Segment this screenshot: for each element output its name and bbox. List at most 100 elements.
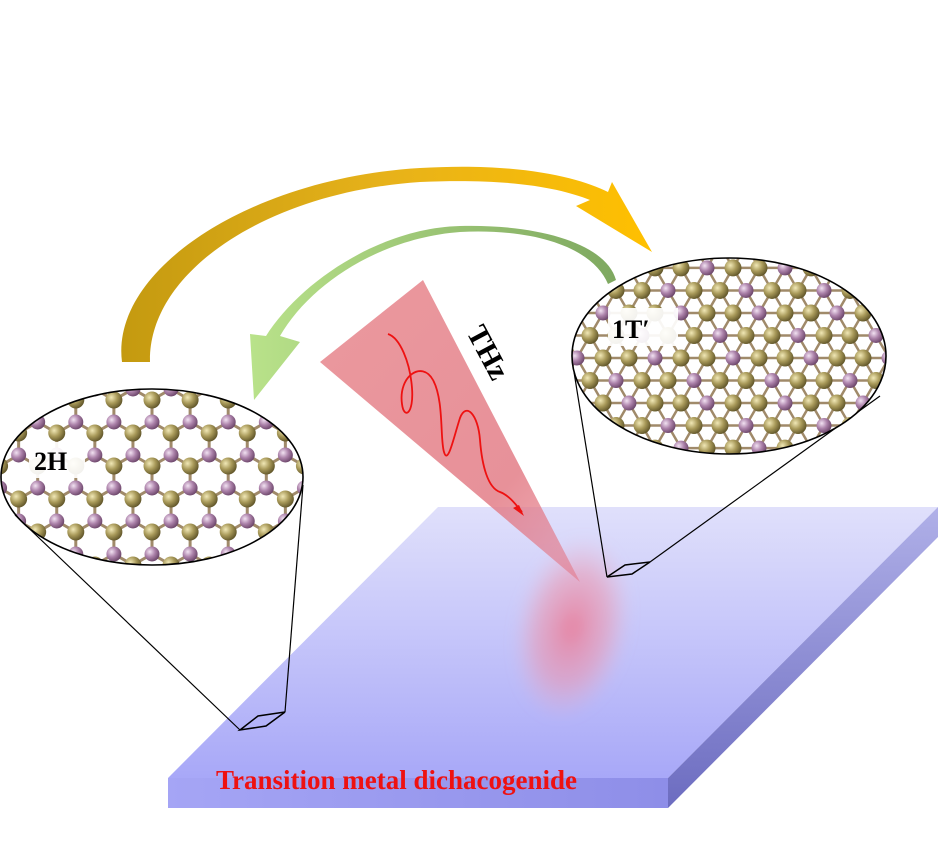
- metal-atom: [543, 440, 560, 457]
- metal-atom: [854, 349, 872, 367]
- chalcogen-atom: [239, 389, 255, 397]
- chalcogen-atom: [125, 513, 141, 529]
- metal-atom: [698, 349, 716, 367]
- chalcogen-atom: [829, 305, 845, 321]
- metal-atom: [685, 326, 703, 344]
- lattice-1t-atoms: [543, 237, 911, 479]
- metal-atom: [854, 304, 872, 322]
- metal-atom: [894, 372, 911, 389]
- metal-atom: [816, 462, 833, 479]
- chalcogen-atom: [163, 513, 179, 529]
- metal-atom: [181, 391, 199, 409]
- chalcogen-atom: [712, 327, 728, 343]
- metal-atom: [1, 391, 9, 409]
- metal-atom: [543, 304, 560, 321]
- chalcogen-atom: [296, 414, 303, 430]
- metal-atom: [763, 326, 781, 344]
- chalcogen-atom: [660, 418, 676, 434]
- chalcogen-atom: [699, 395, 715, 411]
- metal-atom: [867, 281, 885, 299]
- metal-atom: [219, 457, 237, 475]
- chalcogen-atom: [842, 373, 858, 389]
- substrate-front-face: [168, 778, 668, 808]
- chalcogen-atom: [163, 389, 179, 397]
- phase-label-1t: 1T′: [612, 315, 650, 344]
- chalcogen-atom: [725, 350, 741, 366]
- metal-atom: [48, 424, 66, 442]
- waveform-arrowhead: [513, 505, 524, 516]
- metal-atom: [776, 349, 794, 367]
- chalcogen-atom: [791, 463, 806, 478]
- chalcogen-atom: [258, 546, 274, 562]
- metal-atom: [276, 424, 294, 442]
- chalcogen-atom: [11, 447, 27, 463]
- chalcogen-atom: [220, 480, 236, 496]
- backward-transition-arrow: [250, 225, 616, 400]
- metal-atom: [867, 372, 885, 390]
- chalcogen-atom: [144, 480, 160, 496]
- metal-atom: [594, 394, 612, 412]
- chalcogen-atom: [144, 414, 160, 430]
- chalcogen-atom: [621, 260, 637, 276]
- metal-atom: [276, 556, 294, 565]
- metal-atom: [572, 417, 573, 435]
- chalcogen-atom: [239, 513, 255, 529]
- metal-atom: [711, 417, 729, 435]
- chalcogen-atom: [163, 447, 179, 463]
- metal-atom: [219, 523, 237, 541]
- metal-atom: [67, 523, 85, 541]
- metal-atom: [750, 349, 768, 367]
- chalcogen-atom: [201, 447, 217, 463]
- metal-atom: [572, 372, 573, 390]
- chalcogen-atom: [277, 513, 293, 529]
- chalcogen-atom: [106, 480, 122, 496]
- chalcogen-atom: [816, 418, 832, 434]
- metal-atom: [842, 462, 859, 479]
- metal-atom: [572, 259, 586, 277]
- chalcogen-atom: [144, 546, 160, 562]
- metal-atom: [750, 394, 768, 412]
- metal-atom: [789, 372, 807, 390]
- metal-atom: [712, 237, 729, 254]
- metal-atom: [276, 490, 294, 508]
- chalcogen-atom: [868, 327, 884, 343]
- metal-atom: [738, 462, 755, 479]
- metal-atom: [802, 394, 820, 412]
- sample-patch-2h: [237, 711, 286, 732]
- metal-atom: [646, 394, 664, 412]
- metal-atom: [711, 281, 729, 299]
- chalcogen-atom: [869, 463, 884, 478]
- metal-atom: [10, 424, 28, 442]
- metal-atom: [737, 372, 755, 390]
- metal-atom: [48, 556, 66, 565]
- metal-atom: [200, 424, 218, 442]
- chalcogen-atom: [11, 513, 27, 529]
- metal-atom: [594, 349, 612, 367]
- chalcogen-atom: [557, 328, 572, 343]
- label-box-1t: [608, 308, 678, 346]
- metal-atom: [686, 462, 703, 479]
- metal-atom: [816, 237, 833, 254]
- metal-atom: [828, 259, 846, 277]
- chalcogen-atom: [277, 447, 293, 463]
- chalcogen-atom: [106, 414, 122, 430]
- chalcogen-atom: [582, 282, 598, 298]
- chalcogen-atom: [544, 396, 559, 411]
- metal-atom: [572, 281, 573, 299]
- metal-atom: [880, 259, 886, 277]
- metal-atom: [124, 556, 142, 565]
- metal-atom: [162, 556, 180, 565]
- chalcogen-atom: [803, 350, 819, 366]
- chalcogen-atom: [125, 389, 141, 397]
- chalcogen-atom: [68, 480, 84, 496]
- metal-atom: [867, 417, 885, 435]
- metal-atom: [841, 417, 859, 435]
- metal-atom: [29, 391, 47, 409]
- metal-atom: [633, 417, 651, 435]
- substrate-side-face: [668, 507, 938, 808]
- metal-atom: [86, 424, 104, 442]
- chalcogen-atom: [895, 283, 910, 298]
- metal-atom: [105, 457, 123, 475]
- metal-atom: [894, 327, 911, 344]
- chalcogen-atom: [686, 373, 702, 389]
